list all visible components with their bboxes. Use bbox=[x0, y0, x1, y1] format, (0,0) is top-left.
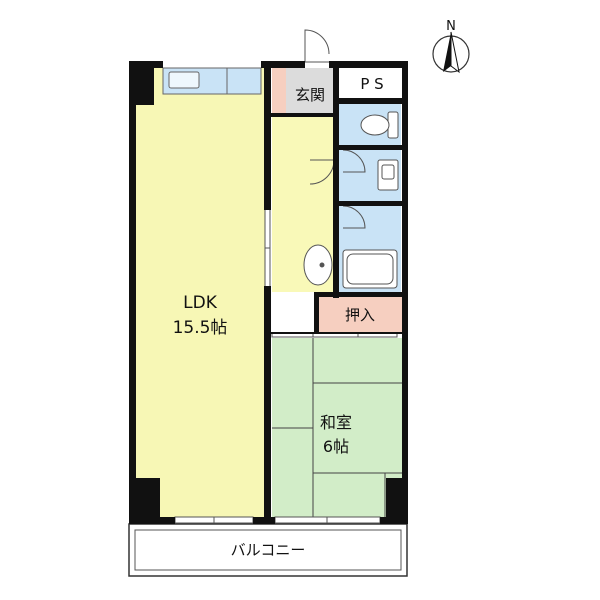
washitsu-size-label: 6帖 bbox=[323, 437, 349, 456]
ldk-floor bbox=[135, 68, 265, 518]
toilet-icon bbox=[360, 111, 399, 139]
sink-icon bbox=[303, 244, 333, 286]
genkan-step bbox=[272, 68, 286, 114]
washbasin-icon bbox=[377, 159, 399, 191]
kitchen-sink-icon bbox=[168, 71, 200, 89]
bathtub-icon bbox=[342, 249, 398, 289]
ps-label: P S bbox=[360, 75, 383, 93]
closet-label: 押入 bbox=[345, 306, 375, 324]
walls bbox=[129, 61, 408, 524]
balcony bbox=[128, 523, 408, 577]
ldk-size-label: 15.5帖 bbox=[173, 318, 228, 338]
genkan-floor bbox=[286, 68, 334, 114]
door-swings bbox=[264, 29, 366, 286]
genkan-label: 玄関 bbox=[295, 86, 325, 104]
balcony-inner bbox=[134, 529, 402, 571]
north-arrow-icon: N bbox=[432, 19, 470, 74]
washitsu-label: 和室 bbox=[320, 413, 352, 432]
ldk-label: LDK bbox=[183, 293, 218, 313]
closet-floor bbox=[318, 296, 402, 334]
tatami-lines bbox=[272, 338, 402, 518]
balcony-label: バルコニー bbox=[231, 541, 306, 559]
compass-letter: N bbox=[446, 19, 456, 34]
